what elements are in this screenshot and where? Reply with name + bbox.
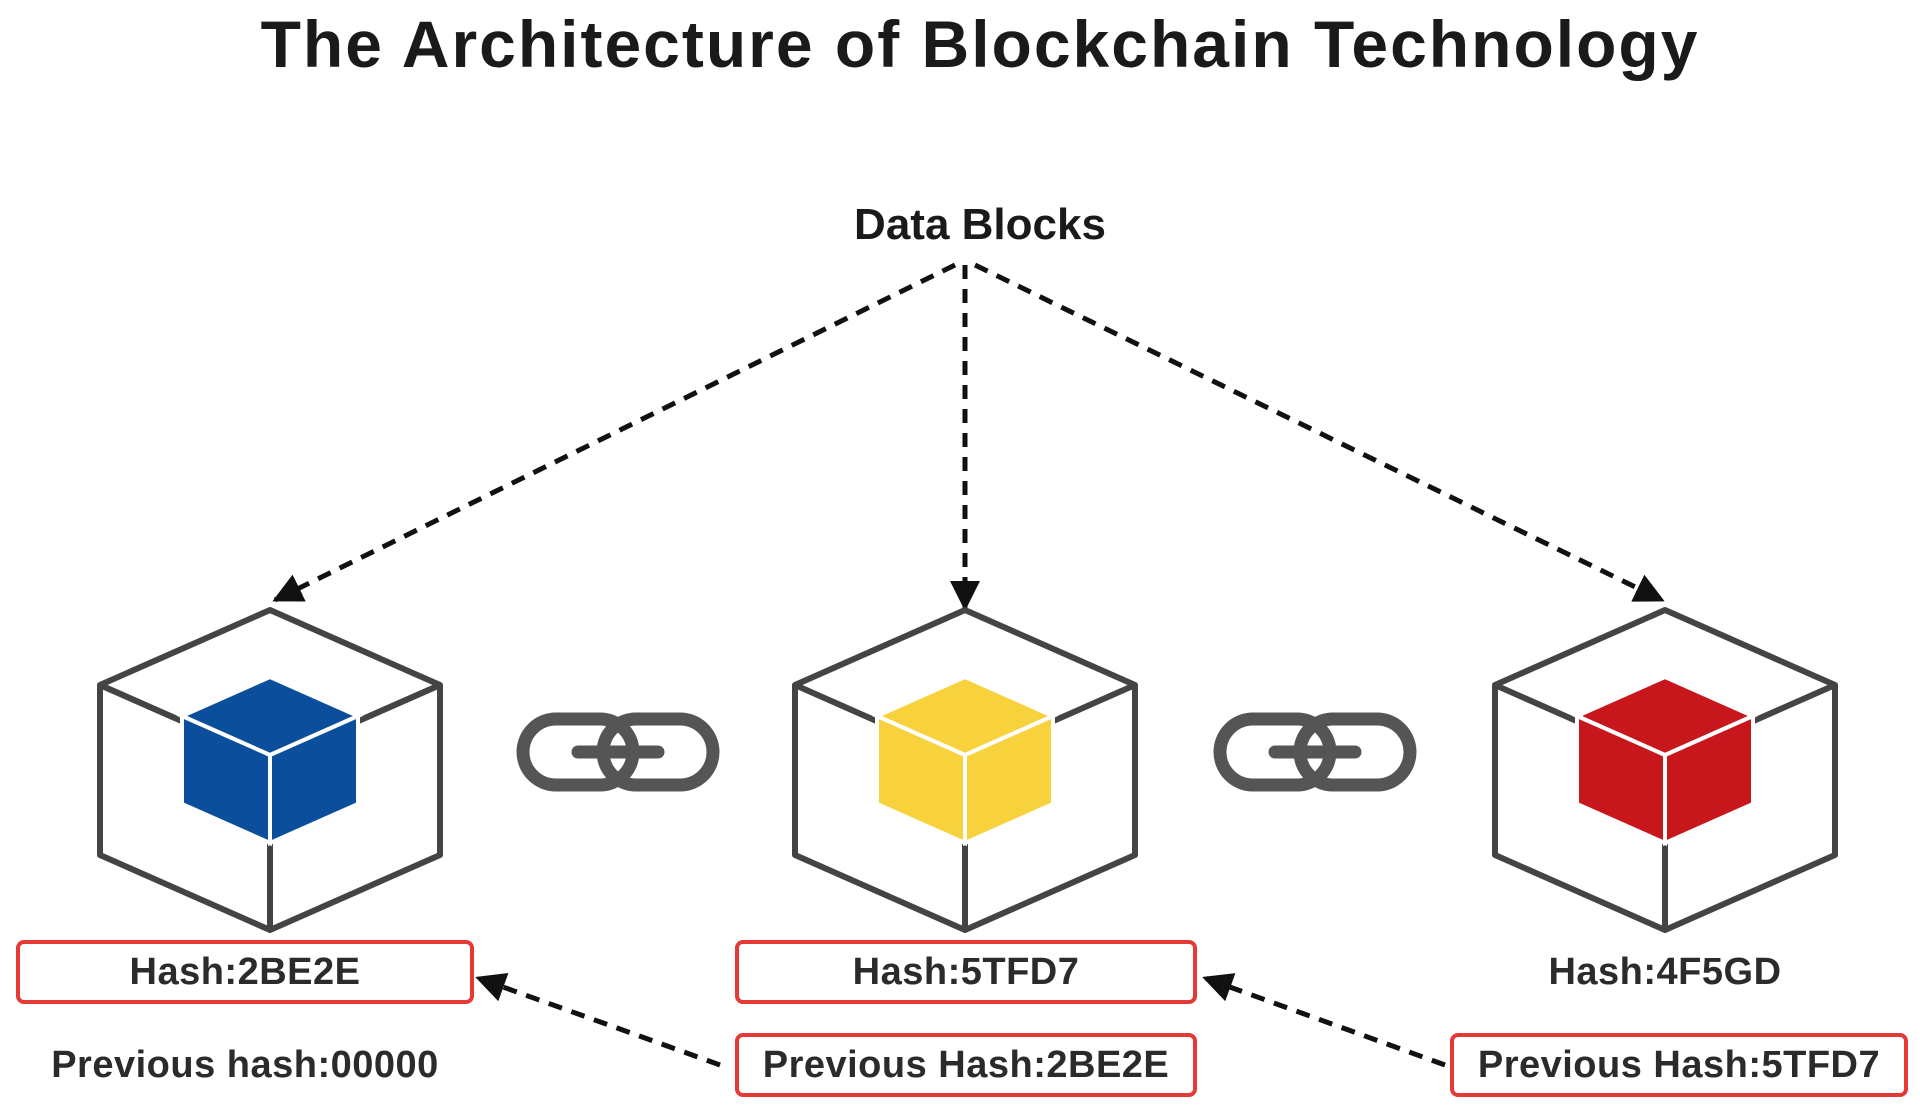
arrow-hub-to-block-3 xyxy=(973,262,1665,603)
arrow-prev-to-hash-1 xyxy=(475,973,721,1068)
cube-icon xyxy=(97,607,443,933)
previous-hash-block-1: Previous hash:00000 xyxy=(51,1043,439,1086)
diagram-title: The Architecture of Blockchain Technolog… xyxy=(260,7,1700,81)
chain-link-icon xyxy=(1213,712,1417,792)
data-blocks-label: Data Blocks xyxy=(854,200,1106,249)
previous-hash-box-block-2: Previous Hash:2BE2E xyxy=(735,1033,1197,1097)
previous-hash-box-block-3: Previous Hash:5TFD7 xyxy=(1450,1033,1908,1097)
hash-box-block-1: Hash:2BE2E xyxy=(16,940,474,1004)
hash-box-block-2: Hash:5TFD7 xyxy=(735,940,1197,1004)
cube-icon xyxy=(792,607,1138,933)
hash-block-3: Hash:4F5GD xyxy=(1548,950,1782,993)
cube-icon xyxy=(1492,607,1838,933)
arrow-prev-to-hash-2 xyxy=(1202,973,1446,1068)
arrow-hub-to-block-1 xyxy=(272,262,957,603)
chain-link-icon xyxy=(516,712,720,792)
